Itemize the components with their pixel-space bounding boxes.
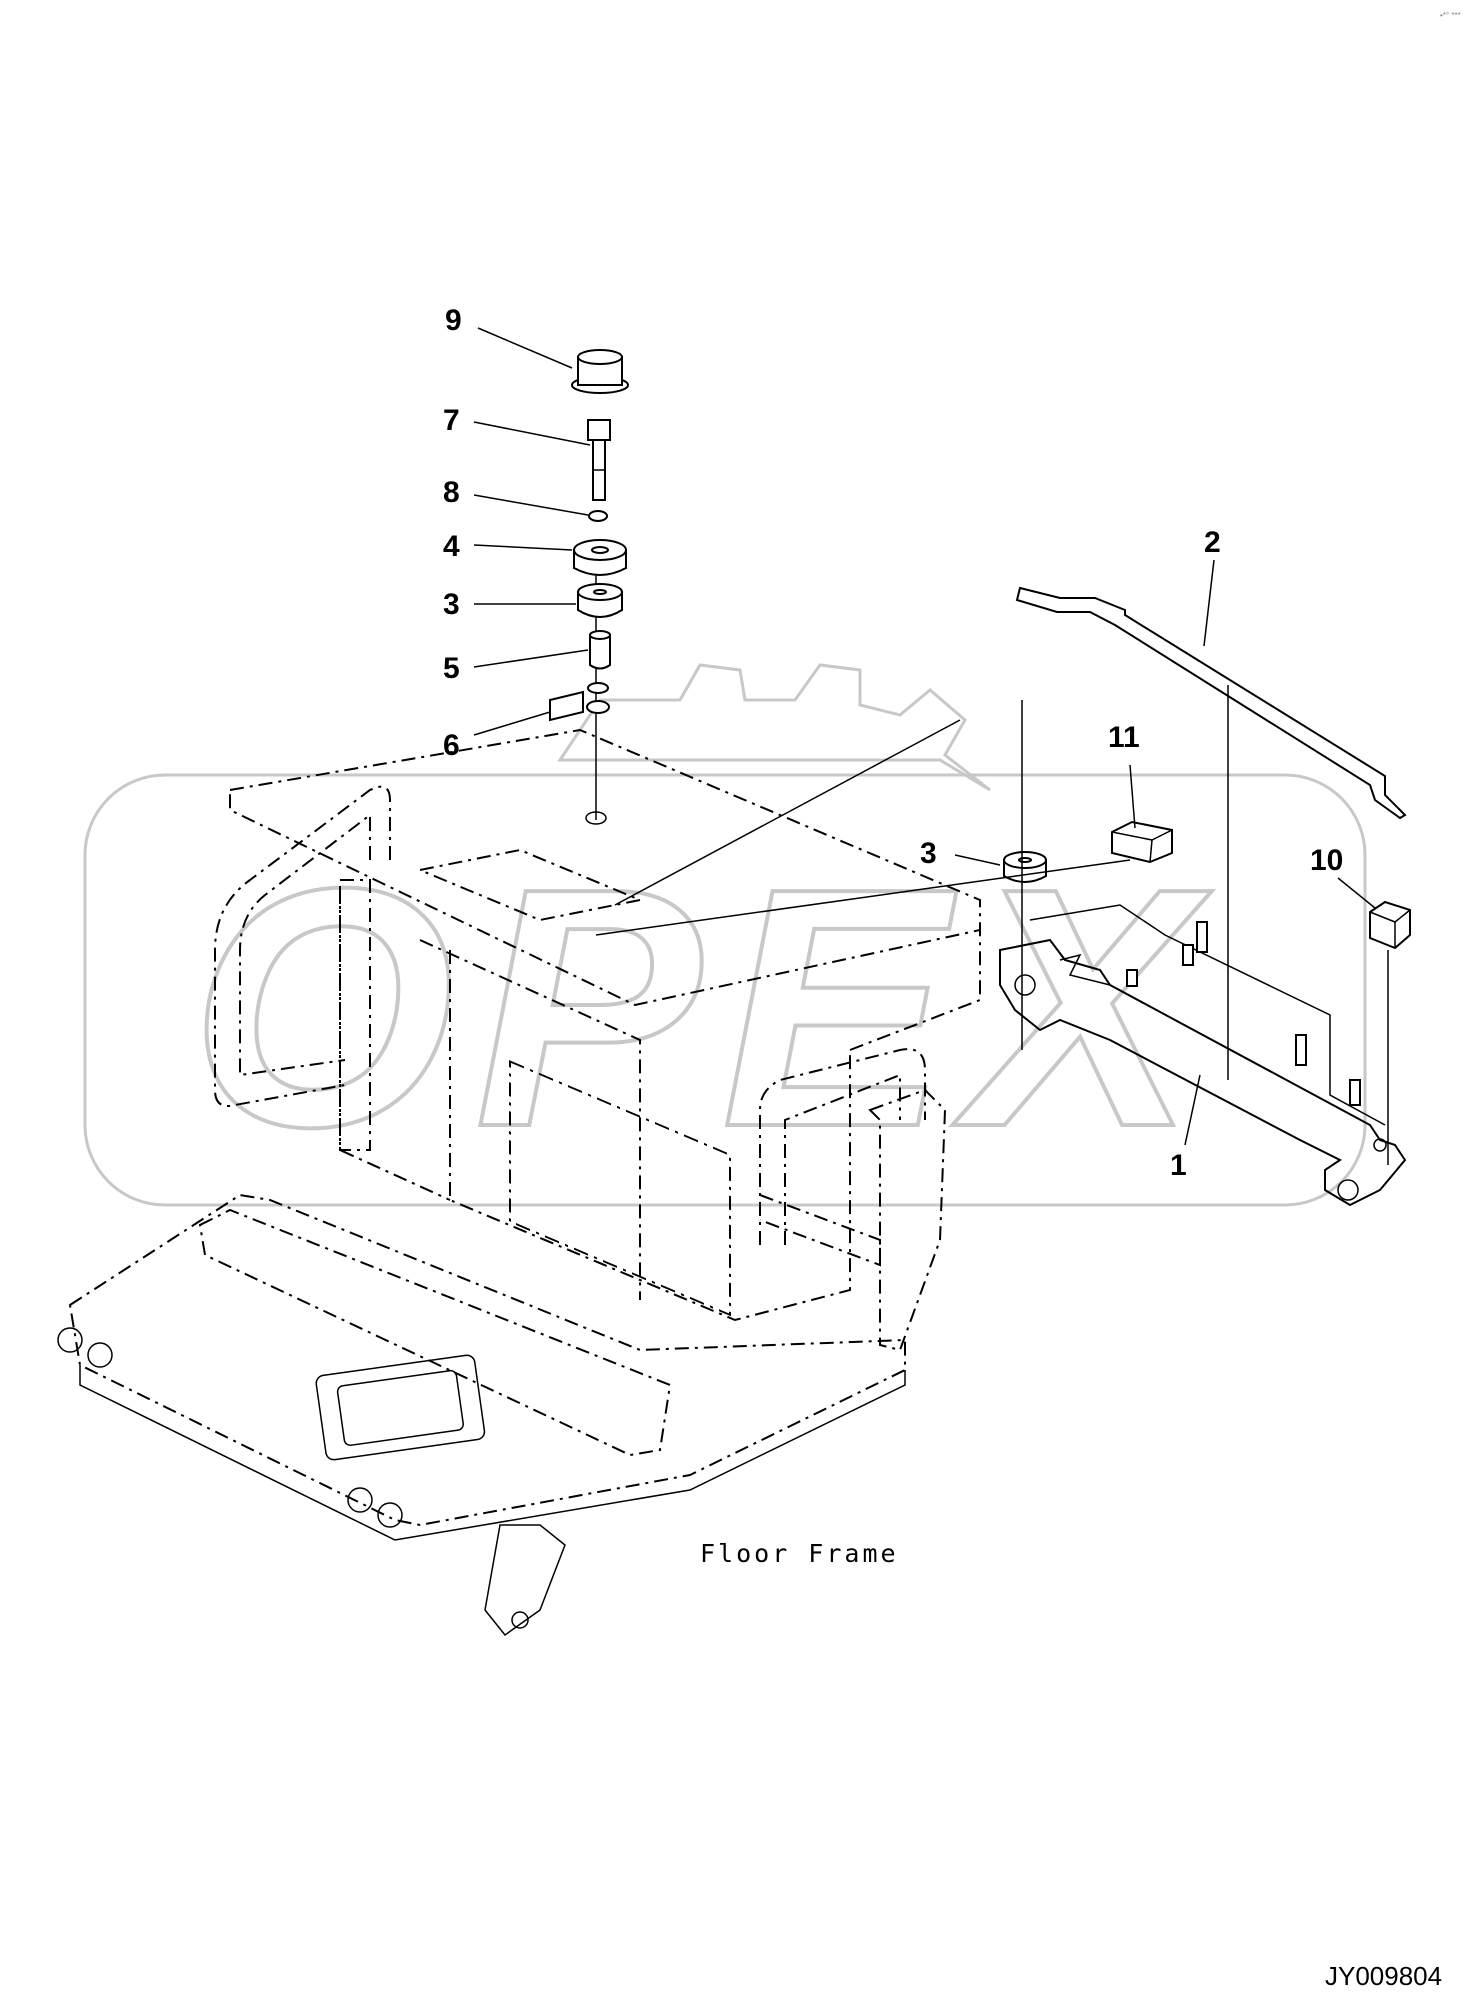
floor-plate-edge [79,1365,906,1541]
callout-2: 2 [1204,526,1221,559]
callout-3-right: 3 [920,837,937,870]
hinge-front-2 [377,1502,403,1528]
cab-right-side [849,930,981,1051]
part-6-shim [549,682,610,722]
front-bracket [484,1524,566,1637]
leader-7 [473,421,591,446]
part-1-bracket [999,938,1407,1207]
part-11-pad [1111,820,1173,864]
leader-2 [1203,559,1215,647]
leader-8 [473,494,589,516]
left-post [339,879,371,1151]
watermark-gear [557,663,991,792]
right-bracket-assembly [595,586,1411,1207]
floor-plate-inner [198,1208,672,1457]
bracket-hole-1 [1014,974,1036,996]
floor-frame [57,1193,906,1637]
left-handrail [214,785,391,1151]
part-9-cap [571,349,629,394]
leader-10 [1337,877,1376,909]
right-rail-inner [784,1073,901,1245]
hinge-front-1 [347,1487,373,1513]
cab-top-recess [416,848,644,922]
leader-hole-to-bracket [595,859,1131,936]
part-5-collar [589,630,611,670]
callout-8: 8 [443,476,460,509]
part-3-cushion [577,583,623,618]
floor-frame-caption: Floor Frame [700,1539,899,1568]
hinge-left-2 [87,1342,113,1368]
right-rail-outer [759,1048,926,1245]
part-2-rod [1015,586,1407,820]
part-3-cushion-right [1003,851,1047,883]
leader-5 [473,649,589,668]
cab-left-side [339,890,451,1201]
cab-window [509,1060,731,1317]
drawing-code: JY009804 [1325,1961,1442,1991]
part-4-mount [573,539,627,576]
watermark-outline [83,773,1367,1207]
bracket-flange [1059,953,1111,986]
fastener-stack [549,349,629,825]
inspection-cover-inner [336,1369,464,1447]
watermark-text: OPEX [190,818,1215,1198]
leader-3b [954,854,1001,866]
callout-leaders [473,327,1376,1146]
part-7-bolt [587,419,611,501]
right-handrail [759,1048,947,1352]
bracket-studs [1126,921,1361,1106]
bracket-hole [511,1611,529,1629]
right-rail-lower [759,1194,881,1267]
leader-4 [473,544,573,551]
callout-6: 6 [443,729,460,762]
inspection-cover [315,1354,486,1461]
watermark: OPEX [83,663,1367,1207]
corner-mark: •*° *** [1440,11,1461,20]
callout-7: 7 [443,404,460,437]
callout-3-left: 3 [443,588,460,621]
mount-hole [585,811,607,825]
bracket-hole-2 [1337,1179,1359,1201]
cab-front-face [449,950,851,1322]
callout-10: 10 [1310,844,1343,877]
callout-5: 5 [443,652,460,685]
leader-cab-to-bracket [614,719,961,906]
callout-4: 4 [443,530,460,563]
callout-9: 9 [445,304,462,337]
left-rail-inner [239,812,371,1077]
callouts: 9 7 8 4 3 5 6 2 11 3 10 1 [443,304,1343,1182]
leader-1 [1184,1074,1201,1146]
cab-mid-line [419,939,641,1300]
leader-9 [477,327,573,369]
left-rail-outer [214,785,391,1107]
floor-plate-outline [68,1193,906,1527]
leader-11 [1129,764,1136,829]
leader-6 [473,711,551,736]
bracket-top-plate [1029,904,1386,1126]
part-10-pad [1369,900,1411,950]
callout-1: 1 [1170,1149,1187,1182]
cab-box [229,728,981,1322]
bracket-hole-3 [1373,1138,1387,1152]
right-post [868,1088,947,1352]
hinge-left-1 [57,1327,83,1353]
part-8-washer [588,510,608,522]
callout-11: 11 [1108,721,1140,754]
